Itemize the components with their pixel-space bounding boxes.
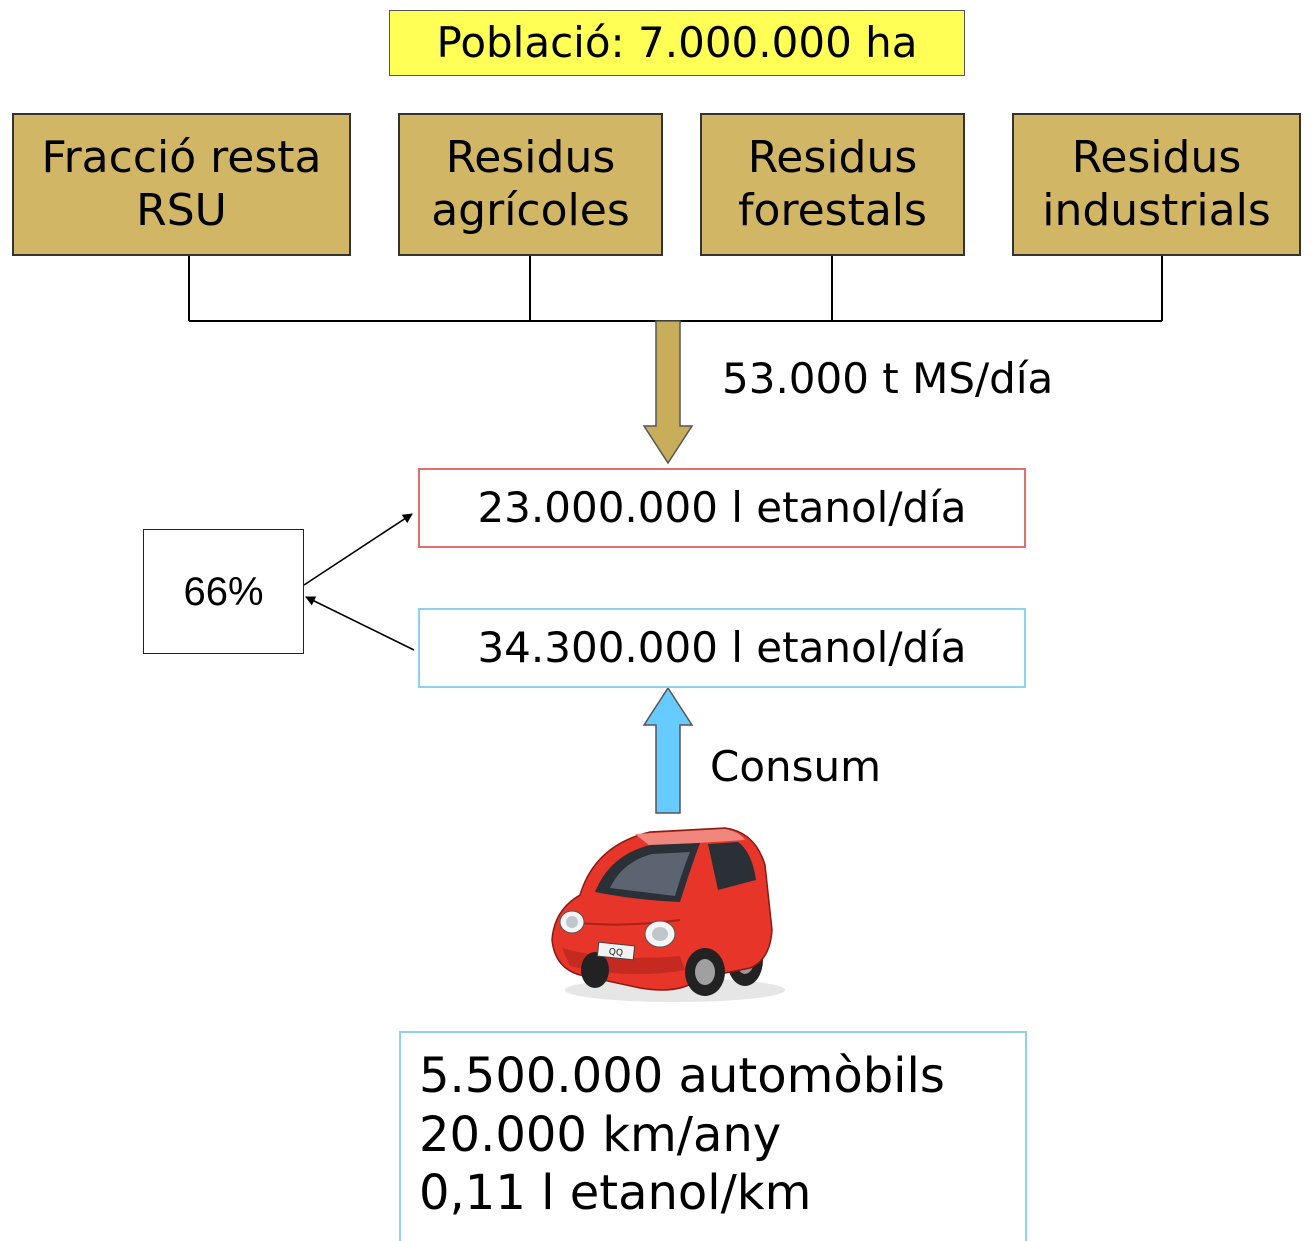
source-box-agricultural: Residus agrícoles [398, 113, 663, 256]
fleet-consumption-rate: 0,11 l etanol/km [419, 1165, 812, 1222]
source-bracket [188, 256, 1163, 322]
source-box-rsu: Fracció resta RSU [12, 113, 351, 256]
source-line-1: Fracció resta [41, 131, 322, 183]
source-line-2: forestals [738, 184, 927, 236]
car-plate: QQ [608, 947, 623, 958]
consumption-arrow [642, 686, 694, 814]
ratio-arrow-from-consumed [305, 596, 415, 651]
coverage-percent-box: 66% [143, 529, 304, 654]
source-line-2: industrials [1042, 184, 1271, 236]
biomass-flow-arrow [642, 320, 694, 465]
fleet-cars: 5.500.000 automòbils [419, 1048, 945, 1104]
fleet-stats-box: 5.500.000 automòbils 20.000 km/any 0,11 … [399, 1031, 1027, 1241]
source-line-2: RSU [136, 184, 227, 236]
ratio-arrow-to-produced [303, 513, 413, 586]
ethanol-consumed-box: 34.300.000 l etanol/día [418, 608, 1026, 688]
source-line-1: Residus [1071, 131, 1242, 183]
source-line-1: Residus [445, 131, 616, 183]
population-label: Població: 7.000.000 ha [389, 10, 965, 76]
consumption-label: Consum [710, 742, 882, 791]
fleet-distance: 20.000 km/any [419, 1106, 782, 1163]
source-box-industrial: Residus industrials [1012, 113, 1301, 256]
source-line-2: agrícoles [431, 184, 630, 236]
car-image: QQ [551, 827, 785, 1002]
source-line-1: Residus [747, 131, 918, 183]
ethanol-produced-box: 23.000.000 l etanol/día [418, 468, 1026, 548]
source-box-forestry: Residus forestals [700, 113, 965, 256]
biomass-flow-label: 53.000 t MS/día [722, 354, 1054, 403]
